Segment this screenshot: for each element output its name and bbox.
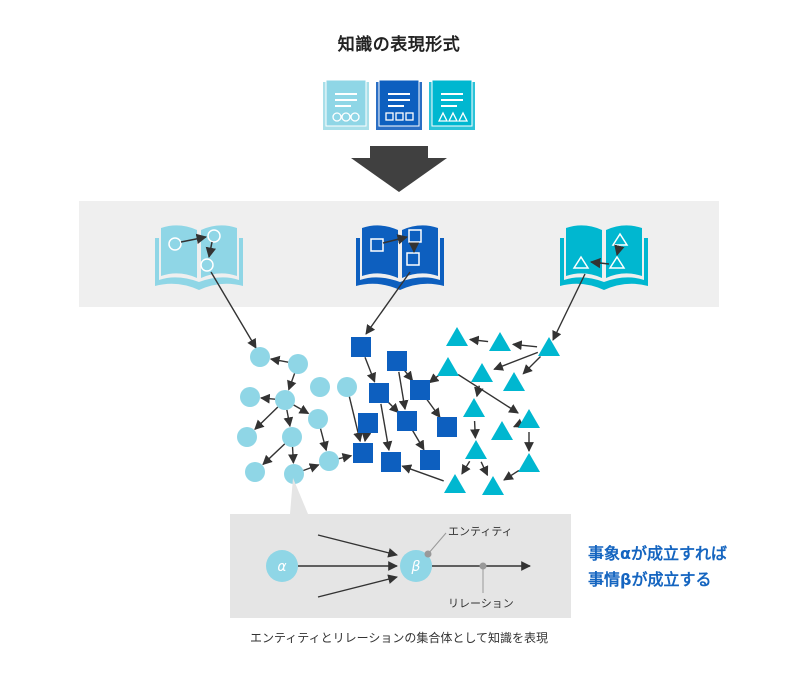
entity-square (387, 351, 407, 371)
relation-edge (512, 418, 524, 428)
entity-square (410, 380, 430, 400)
open-book-squares-icon (356, 225, 444, 290)
relation-edge (348, 396, 363, 443)
book-to-graph-connector (210, 271, 257, 349)
entity-circle (237, 427, 257, 447)
relation-edge (254, 406, 279, 431)
relation-edge (398, 371, 409, 411)
relation-edge (428, 373, 440, 384)
entity-triangle (538, 337, 560, 356)
entity-square (381, 452, 401, 472)
entity-triangle (518, 453, 540, 472)
entity-circle (240, 387, 260, 407)
entity-leader-line (427, 532, 447, 555)
document-book-circles-icon (323, 79, 369, 130)
entity-marker (424, 550, 432, 558)
entity-square (351, 337, 371, 357)
relation-label: リレーション (448, 597, 514, 610)
callout-wedge (290, 478, 308, 514)
relation-edge (361, 431, 372, 443)
entity-circle (288, 354, 308, 374)
entity-circle (337, 377, 357, 397)
entity-circle (310, 377, 330, 397)
relation-edge (262, 443, 286, 466)
inset-node-alpha-label: α (277, 559, 287, 575)
relation-edge (403, 369, 414, 382)
diagram-caption: エンティティとリレーションの集合体として知識を表現 (250, 631, 548, 645)
relation-edge (468, 335, 489, 346)
entity-triangle (463, 398, 485, 417)
relation-edge (493, 351, 539, 371)
rule-line-1: 事象αが成立すれば (588, 544, 727, 563)
relation-edge (401, 464, 444, 482)
entity-circle (250, 347, 270, 367)
entity-triangle (437, 357, 459, 376)
open-book-triangles-icon (560, 225, 648, 290)
relation-edge (259, 393, 276, 404)
entity-triangle (503, 372, 525, 391)
rule-line-2: 事情βが成立する (588, 570, 712, 589)
relation-edge (287, 373, 297, 391)
entity-triangle (482, 476, 504, 495)
entity-square (353, 443, 373, 463)
relation-edge (425, 398, 441, 419)
inset-node-alpha (266, 550, 298, 582)
inset-node-beta-label: β (411, 559, 421, 575)
document-book-squares-icon (376, 79, 422, 130)
book-to-graph-connector (552, 273, 586, 341)
entity-square (437, 417, 457, 437)
entity-square (397, 411, 417, 431)
entity-triangle (471, 363, 493, 382)
relation-edge (522, 355, 542, 375)
relation-edge (503, 469, 520, 481)
relation-edge (338, 452, 353, 463)
down-arrow-icon (351, 146, 447, 192)
relation-edge (461, 460, 471, 475)
entity-triangle (491, 421, 513, 440)
inset-node-beta (400, 550, 432, 582)
entity-square (369, 383, 389, 403)
rule-statement: 事象αが成立すれば 事情βが成立する (588, 541, 727, 593)
relation-edge (474, 385, 484, 398)
entity-triangle (518, 409, 540, 428)
entity-circle (282, 427, 302, 447)
relation-edge (479, 461, 489, 477)
entity-triangle (489, 332, 511, 351)
inset-relation-arrow (317, 534, 398, 558)
entity-square (358, 413, 378, 433)
entity-triangle (465, 440, 487, 459)
inset-relation-arrow (317, 574, 398, 598)
relation-edge (470, 420, 480, 439)
diagram-title: 知識の表現形式 (337, 35, 461, 55)
entity-circle (245, 462, 265, 482)
entity-circle (308, 409, 328, 429)
relation-edge (269, 355, 289, 366)
relation-edge (288, 446, 298, 464)
document-book-triangles-icon (429, 79, 475, 130)
relation-edge (293, 404, 310, 415)
relation-edge (457, 373, 519, 414)
entity-label: エンティティ (448, 525, 513, 538)
relation-edge (364, 356, 376, 383)
relation-edge (380, 403, 393, 452)
entity-circle (319, 451, 339, 471)
entity-triangle (446, 327, 468, 346)
relation-edge (319, 428, 329, 452)
relation-edge (411, 430, 425, 451)
relation-edge (283, 409, 294, 428)
relation-marker (479, 562, 487, 570)
entity-square (420, 450, 440, 470)
relation-edge (303, 463, 320, 473)
entity-triangle (444, 474, 466, 493)
relation-edge (511, 340, 538, 351)
entity-circle (284, 464, 304, 484)
open-book-circles-icon (155, 225, 243, 290)
entity-circle (275, 390, 295, 410)
book-to-graph-connector (365, 271, 411, 335)
